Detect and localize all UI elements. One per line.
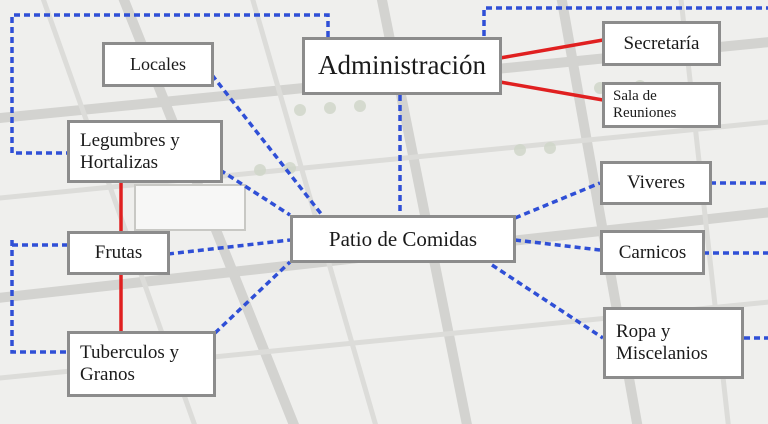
connector-admin-outer-right — [482, 6, 768, 42]
node-locales-label: Locales — [130, 54, 186, 75]
connector-admin-sala — [499, 80, 604, 102]
node-secretaria: Secretaría — [602, 21, 721, 66]
node-administracion: Administración — [302, 37, 502, 95]
node-frutas: Frutas — [67, 231, 170, 275]
node-sala-reuniones-label: Sala de Reuniones — [613, 87, 677, 121]
node-ropa: Ropa y Miscelanios — [603, 307, 744, 379]
connector-frutas-outer-left — [10, 240, 67, 354]
connector-patio-carnicos — [514, 238, 601, 252]
connector-admin-secretaria — [499, 38, 604, 60]
node-administracion-label: Administración — [318, 50, 486, 81]
node-tuberculos: Tuberculos y Granos — [67, 331, 216, 397]
connector-patio-viveres — [514, 181, 601, 220]
connector-patio-ropa — [491, 263, 604, 340]
node-viveres-label: Viveres — [627, 172, 685, 194]
node-carnicos: Carnicos — [600, 230, 705, 275]
node-ropa-label: Ropa y Miscelanios — [616, 321, 708, 364]
node-viveres: Viveres — [600, 161, 712, 205]
node-tuberculos-label: Tuberculos y Granos — [80, 342, 180, 385]
node-locales: Locales — [102, 42, 214, 87]
node-legumbres: Legumbres y Hortalizas — [67, 120, 223, 183]
node-sala-reuniones: Sala de Reuniones — [602, 82, 721, 128]
connector-tuberculos-patio — [213, 260, 292, 335]
connector-legumbres-patio — [219, 168, 291, 217]
node-carnicos-label: Carnicos — [618, 241, 687, 263]
node-frutas-label: Frutas — [94, 242, 143, 264]
node-secretaria-label: Secretaría — [623, 32, 700, 54]
node-patio-comidas-label: Patio de Comidas — [328, 226, 478, 251]
connector-frutas-patio — [167, 238, 291, 256]
connector-admin-outer-left — [10, 13, 330, 155]
node-legumbres-label: Legumbres y Hortalizas — [80, 129, 180, 173]
node-patio-comidas: Patio de Comidas — [290, 215, 516, 263]
